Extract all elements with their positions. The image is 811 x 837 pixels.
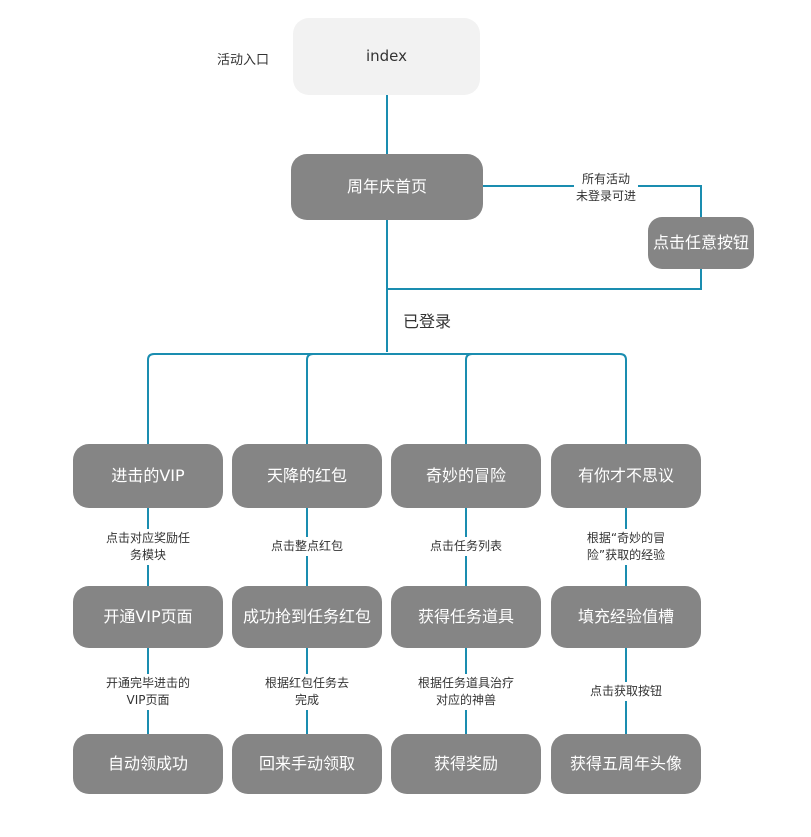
edge-home-to-side-button bbox=[482, 185, 702, 217]
col2-edge-label-2: 根据红包任务去完成 bbox=[262, 674, 352, 710]
col3-mid-node[interactable]: 获得任务道具 bbox=[391, 586, 541, 648]
col3-bottom-node[interactable]: 获得奖励 bbox=[391, 734, 541, 794]
col1-edge-label-1: 点击对应奖励任务模块 bbox=[103, 529, 193, 565]
col4-mid-node[interactable]: 填充经验值槽 bbox=[551, 586, 701, 648]
col1-top-node[interactable]: 进击的VIP bbox=[73, 444, 223, 508]
entry-note: 活动入口 bbox=[217, 53, 270, 68]
col4-bottom-node[interactable]: 获得五周年头像 bbox=[551, 734, 701, 794]
edge-side-button-return bbox=[387, 268, 702, 290]
col4-edge-label-1: 根据“奇妙的冒险”获取的经验 bbox=[584, 529, 668, 565]
click-any-button-node[interactable]: 点击任意按钮 bbox=[648, 217, 754, 269]
index-node[interactable]: index bbox=[293, 18, 480, 95]
edge-label-not-logged-in: 所有活动 未登录可进 bbox=[573, 170, 639, 206]
edge-branch-col2 bbox=[306, 353, 314, 445]
edge-branch-bus bbox=[147, 353, 627, 445]
col3-top-node[interactable]: 奇妙的冒险 bbox=[391, 444, 541, 508]
col2-bottom-node[interactable]: 回来手动领取 bbox=[232, 734, 382, 794]
col4-top-node[interactable]: 有你才不思议 bbox=[551, 444, 701, 508]
col4-edge-label-2: 点击获取按钮 bbox=[587, 682, 665, 701]
col1-bottom-node[interactable]: 自动领成功 bbox=[73, 734, 223, 794]
col1-mid-node[interactable]: 开通VIP页面 bbox=[73, 586, 223, 648]
col2-edge-label-1: 点击整点红包 bbox=[268, 537, 346, 556]
col3-edge-label-2: 根据任务道具治疗对应的神兽 bbox=[415, 674, 517, 710]
edge-branch-col3 bbox=[465, 353, 473, 445]
home-node[interactable]: 周年庆首页 bbox=[291, 154, 483, 220]
col2-top-node[interactable]: 天降的红包 bbox=[232, 444, 382, 508]
col2-mid-node[interactable]: 成功抢到任务红包 bbox=[232, 586, 382, 648]
col3-edge-label-1: 点击任务列表 bbox=[427, 537, 505, 556]
logged-in-label: 已登录 bbox=[403, 308, 452, 332]
